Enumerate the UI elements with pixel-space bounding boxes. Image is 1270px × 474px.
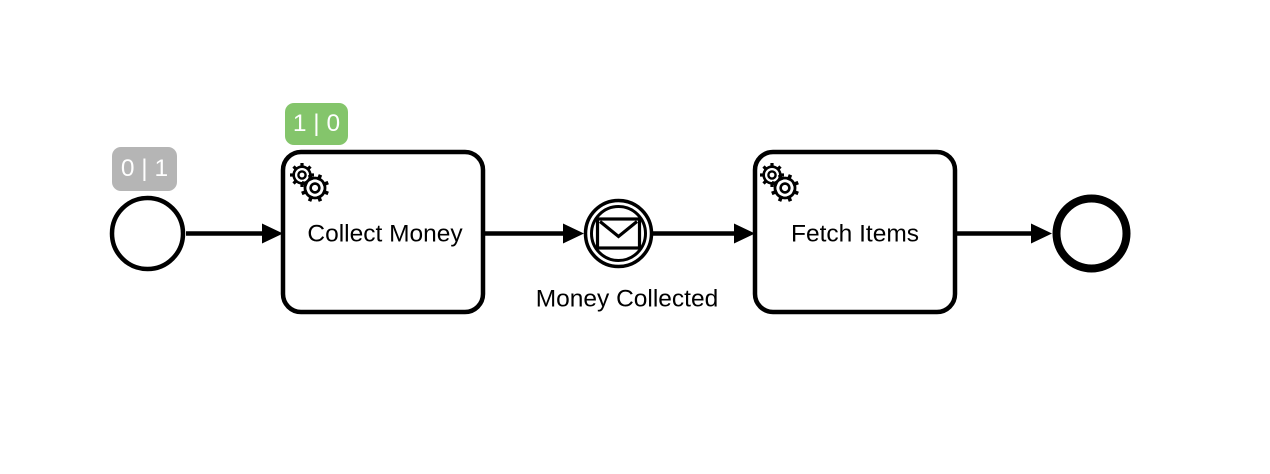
instance-count-badge-start-event[interactable]: 0 | 1 — [112, 147, 177, 191]
arrowhead-icon[interactable] — [1031, 223, 1052, 244]
task-label: Fetch Items — [791, 221, 919, 248]
sequence-flow-message-to-fetch-items[interactable] — [653, 223, 755, 244]
arrowhead-icon[interactable] — [262, 223, 283, 244]
envelope-icon — [595, 217, 642, 250]
task-shape[interactable] — [280, 149, 486, 315]
intermediate-message-catch-event[interactable] — [583, 198, 654, 269]
task-collect-money[interactable]: Collect Money — [280, 149, 486, 315]
arrowhead-icon[interactable] — [563, 223, 584, 244]
sequence-flow-start-to-collect-money[interactable] — [186, 223, 283, 244]
sequence-flow-fetch-items-to-end[interactable] — [955, 223, 1052, 244]
arrowhead-icon[interactable] — [734, 223, 755, 244]
end-event[interactable] — [1052, 194, 1131, 273]
start-event[interactable] — [109, 195, 186, 272]
task-fetch-items[interactable]: Fetch Items — [752, 149, 958, 315]
message-event-label[interactable]: Money Collected — [536, 286, 718, 313]
task-label: Collect Money — [307, 221, 463, 248]
sequence-flow-collect-money-to-message[interactable] — [483, 223, 584, 244]
task-shape[interactable] — [752, 149, 958, 315]
instance-count-badge-collect-money[interactable]: 1 | 0 — [285, 103, 348, 145]
